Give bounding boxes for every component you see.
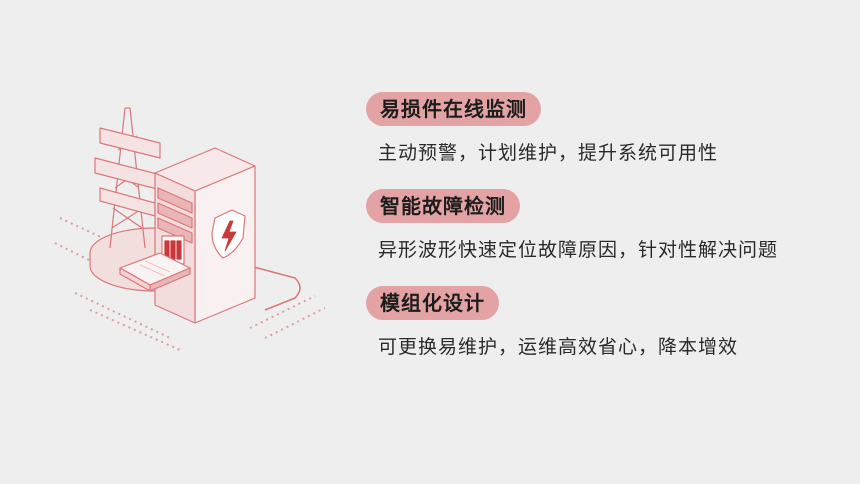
feature-item: 模组化设计 可更换易维护，运维高效省心，降本增效 [366,286,836,359]
server-cabinet-icon [154,147,256,324]
power-equipment-illustration [40,88,330,358]
feature-description: 异形波形快速定位故障原因，针对性解决问题 [378,239,779,261]
feature-description: 可更换易维护，运维高效省心，降本增效 [378,336,739,358]
feature-title: 智能故障检测 [366,189,520,223]
feature-title: 易损件在线监测 [366,92,541,126]
feature-item: 易损件在线监测 主动预警，计划维护，提升系统可用性 [366,92,836,165]
shield-lightning-icon [211,209,246,259]
power-tower-icon [94,107,166,249]
feature-title: 模组化设计 [366,286,499,320]
power-tower-server-icon [54,107,326,351]
feature-list: 易损件在线监测 主动预警，计划维护，提升系统可用性 智能故障检测 异形波形快速定… [366,92,836,383]
feature-description: 主动预警，计划维护，提升系统可用性 [378,142,719,164]
feature-item: 智能故障检测 异形波形快速定位故障原因，针对性解决问题 [366,189,836,262]
